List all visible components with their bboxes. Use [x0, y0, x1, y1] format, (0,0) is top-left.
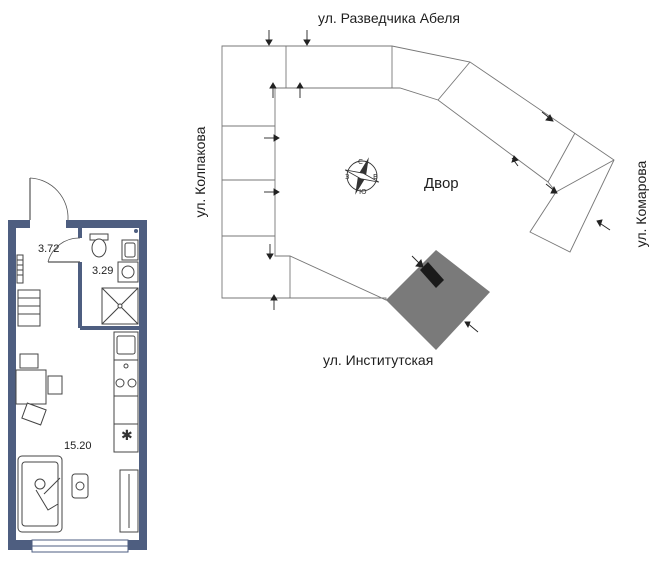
hall-area-label: 3.72 [38, 243, 59, 255]
svg-text:З: З [345, 173, 350, 181]
coffee-table-icon [71, 473, 89, 499]
street-right: ул. Комарова [633, 160, 649, 248]
bath-area-label: 3.29 [92, 265, 113, 277]
toilet-icon [89, 233, 109, 258]
sink-icon [121, 239, 139, 261]
apartment-plan: 3.29 3.72 ✱ [8, 177, 147, 553]
shoe-rack-icon [17, 289, 41, 327]
highlighted-section [386, 250, 490, 350]
street-top: ул. Разведчика Абеля [318, 10, 460, 26]
street-bottom: ул. Институтская [323, 352, 434, 368]
entrance-arrows [264, 30, 611, 333]
wardrobe-icon [119, 469, 139, 533]
site-plan [221, 45, 615, 301]
sofa-icon [17, 455, 63, 533]
building-top [221, 45, 615, 301]
shower-icon [101, 287, 139, 325]
dining-table-icon [15, 353, 63, 426]
kitchen-counter [113, 331, 139, 453]
compass-icon: С З В Ю [344, 157, 380, 196]
svg-text:С: С [358, 158, 363, 166]
main-area-label: 15.20 [64, 440, 92, 452]
svg-text:В: В [373, 173, 378, 181]
yard-label: Двор [424, 175, 459, 192]
radiator-icon [16, 254, 24, 284]
street-left: ул. Колпакова [192, 126, 208, 218]
svg-text:Ю: Ю [359, 188, 367, 196]
entrance-gap [30, 218, 66, 230]
washing-machine-icon [117, 261, 139, 283]
snowflake-icon: ✱ [121, 428, 133, 444]
